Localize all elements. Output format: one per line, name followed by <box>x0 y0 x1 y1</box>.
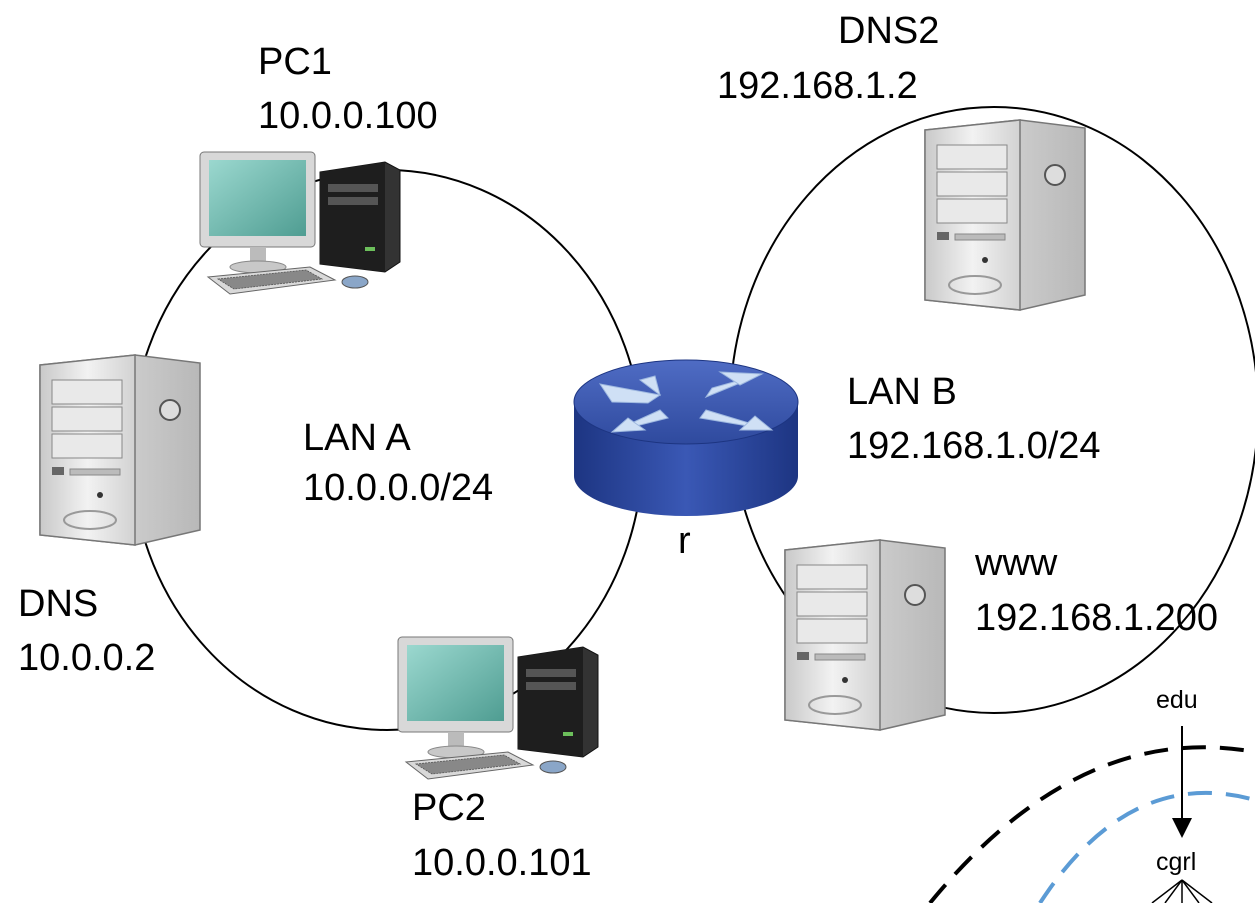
dns2-ip: 192.168.1.2 <box>717 65 918 107</box>
lan-b-name: LAN B <box>847 371 957 413</box>
cgrl-children-arrows <box>1151 879 1213 903</box>
lan-a-subnet: 10.0.0.0/24 <box>303 467 493 509</box>
www-name: www <box>974 542 1058 584</box>
cgrl-label: cgrl <box>1156 848 1196 876</box>
pc1-computer-icon <box>199 151 401 295</box>
dns2-server-icon <box>924 119 1086 311</box>
inner-zone-boundary <box>1038 791 1255 903</box>
pc2-ip: 10.0.0.101 <box>412 842 592 884</box>
lan-b-subnet: 192.168.1.0/24 <box>847 425 1101 467</box>
edu-label: edu <box>1156 686 1198 714</box>
router-icon <box>573 359 799 516</box>
lan-a-name: LAN A <box>303 417 411 459</box>
dns-name: DNS <box>18 583 98 625</box>
www-server-icon <box>784 539 946 731</box>
pc1-name: PC1 <box>258 41 332 83</box>
router-label: r <box>678 520 691 562</box>
pc2-name: PC2 <box>412 787 486 829</box>
www-ip: 192.168.1.200 <box>975 597 1218 639</box>
outer-zone-boundary <box>928 745 1255 903</box>
dns2-name: DNS2 <box>838 10 939 52</box>
dns-ip: 10.0.0.2 <box>18 637 155 679</box>
pc1-ip: 10.0.0.100 <box>258 95 438 137</box>
dns-server-icon <box>39 354 201 546</box>
pc2-computer-icon <box>397 636 599 780</box>
